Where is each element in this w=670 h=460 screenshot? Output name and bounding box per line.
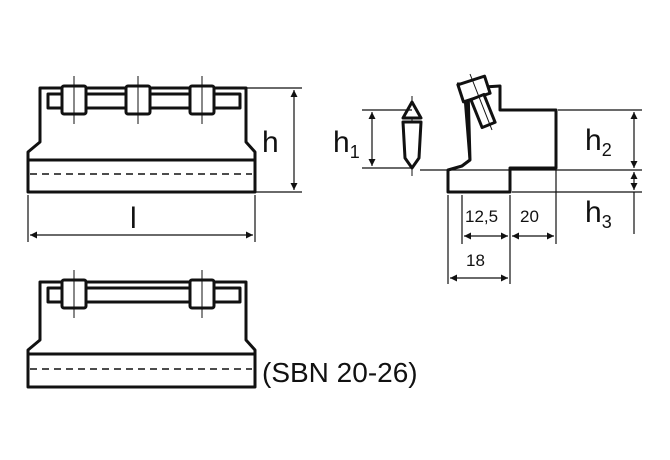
svg-text:h3: h3 [585,196,612,232]
svg-text:h1: h1 [333,126,360,162]
screw-icon [188,76,216,124]
dimension-h: h [246,87,302,193]
blade-block-bottom: (SBN 20-26) [26,270,418,389]
label-h: h [262,126,279,159]
label-h2-sub: 2 [602,140,612,160]
label-h3-sub: 3 [602,212,612,232]
label-h2: h [585,124,602,157]
label-h1-sub: 1 [350,142,360,162]
cutting-insert [401,96,423,176]
label-h3: h [585,196,602,229]
holder-side-profile [446,73,558,194]
label-18: 18 [466,251,485,270]
label-l: l [130,202,137,235]
label-20: 20 [520,207,539,226]
dimension-l: l [27,195,256,242]
blade-block-top [26,76,257,194]
label-12-5: 12,5 [465,207,498,226]
label-h1: h [333,126,350,159]
screw-icon [60,76,88,124]
clamp-screw-icon [456,73,497,131]
dimension-h3: h3 [512,172,642,234]
screw-icon [60,270,88,318]
screw-icon [188,270,216,318]
dimension-widths: 12,5 20 18 [447,170,557,284]
svg-text:h2: h2 [585,124,612,160]
screw-icon [124,76,152,124]
dimension-h2: h2 [420,109,642,171]
variant-label: (SBN 20-26) [262,357,418,388]
dimension-h1: h1 [333,109,412,169]
